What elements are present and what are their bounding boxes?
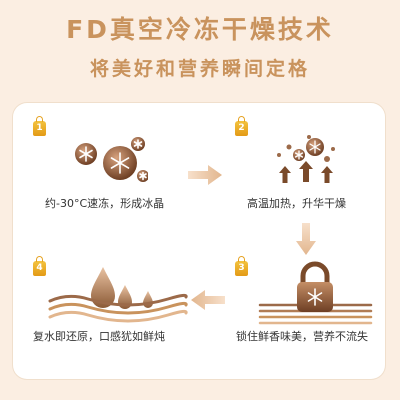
step-badge-3: 3 [235,256,248,276]
arrow-left-icon [191,290,225,310]
process-panel: 1 约-30°C速冻，形成冰晶 2 [13,103,385,379]
lock-icon [258,261,373,325]
snowflake-icon [75,137,148,182]
step-caption-2: 高温加热，升华干燥 [247,197,346,210]
arrow-right-icon [188,165,222,185]
water-drop-icon [48,267,188,323]
step-badge-1: 1 [33,116,46,136]
step-caption-4: 复水即还原，口感犹如鲜炖 [33,330,165,343]
sublimation-icon [277,135,335,183]
step-badge-4: 4 [33,256,46,276]
page-title: FD真空冷冻干燥技术 [66,15,334,44]
arrow-down-icon [296,223,316,255]
step-badge-2: 2 [235,116,248,136]
page-subtitle: 将美好和营养瞬间定格 [89,58,310,80]
step-caption-1: 约-30°C速冻，形成冰晶 [45,197,165,210]
step-caption-3: 锁住鲜香味美，营养不流失 [236,330,368,343]
